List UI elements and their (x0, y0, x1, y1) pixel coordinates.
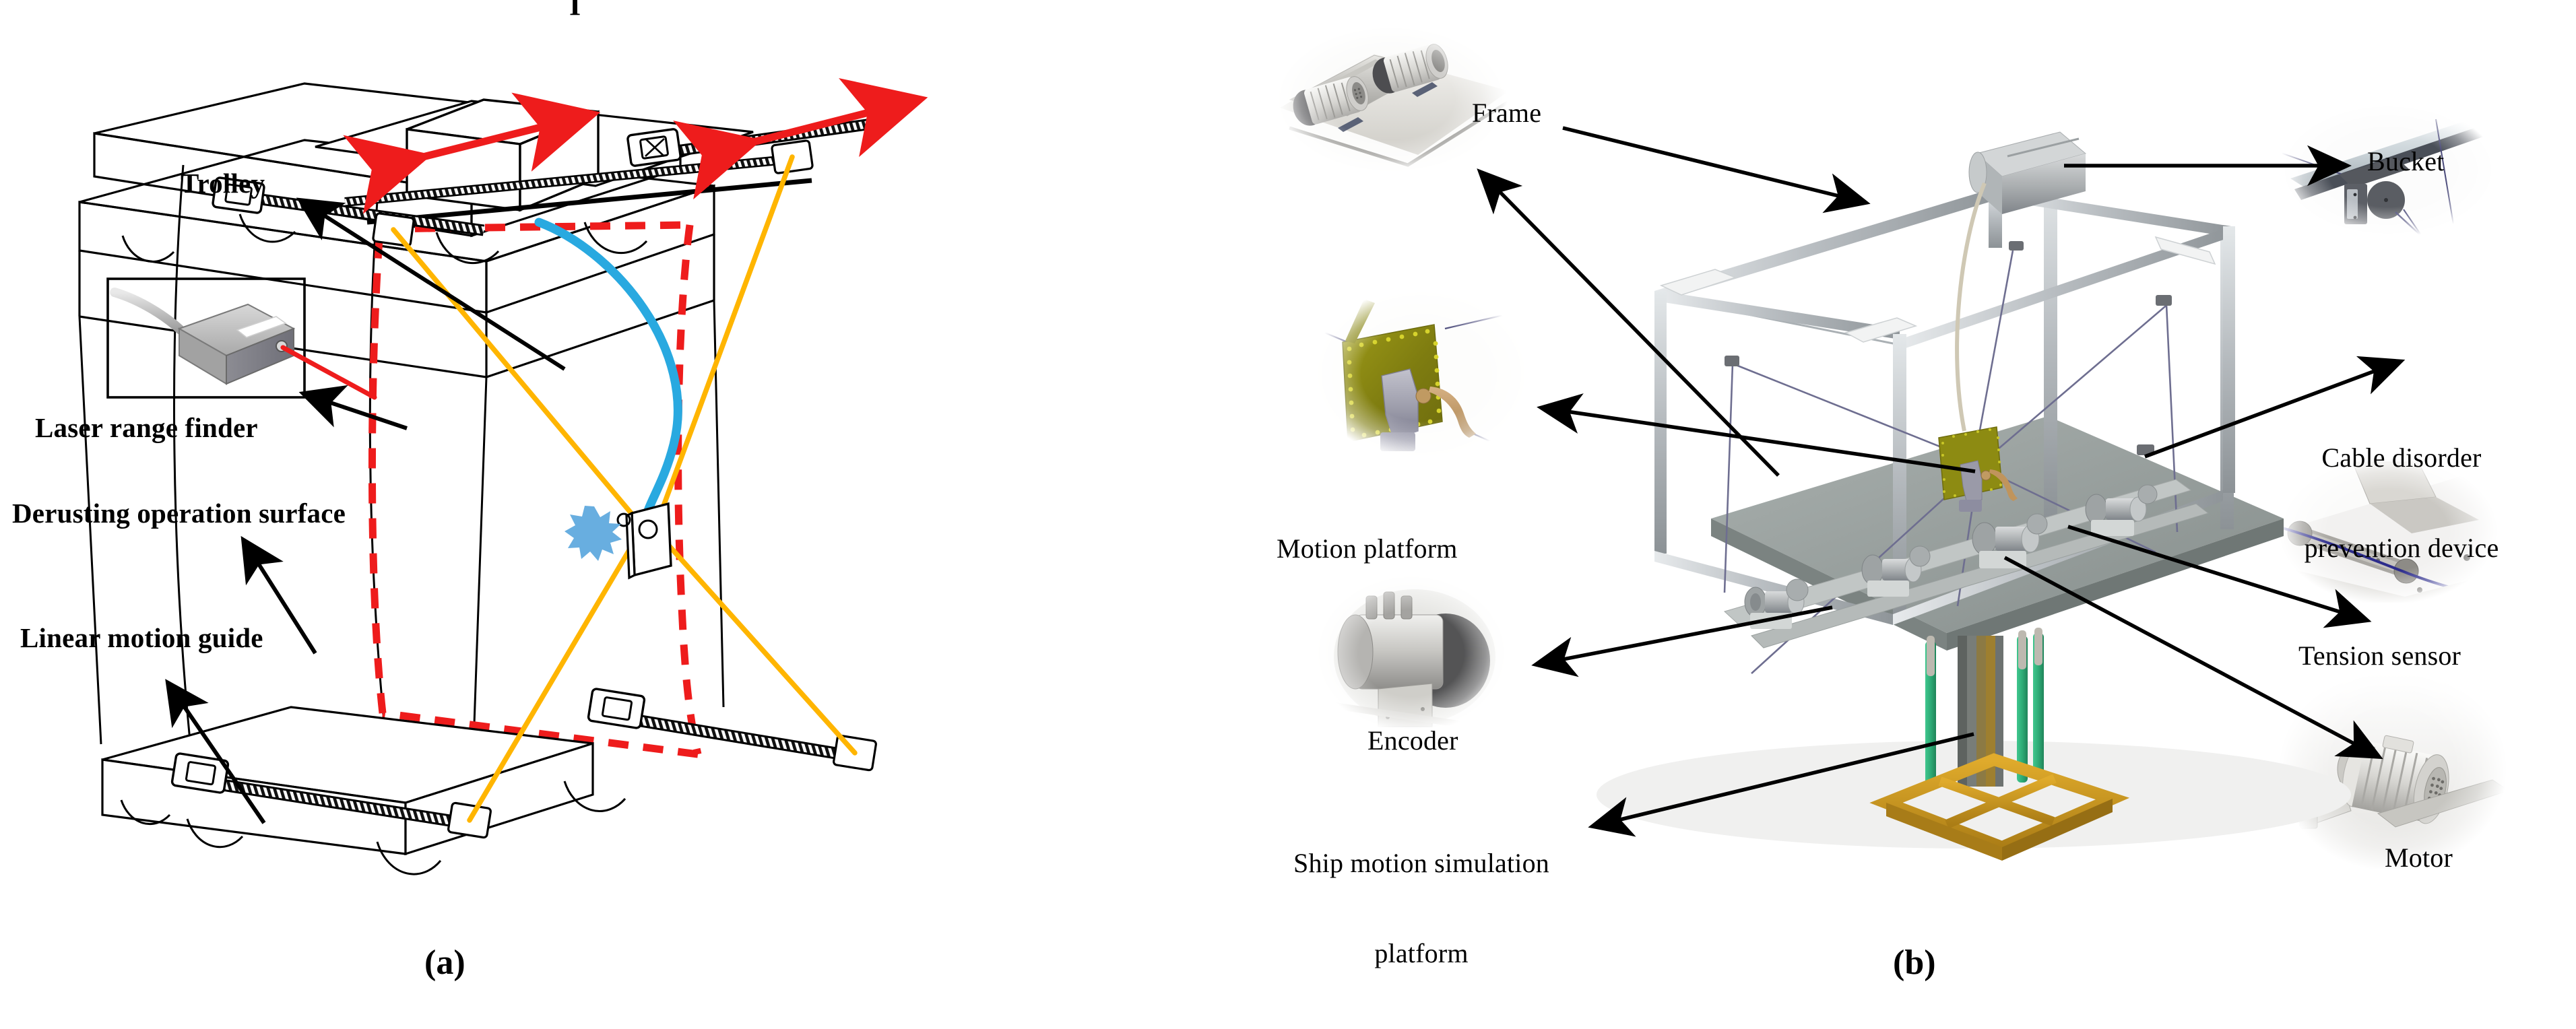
caption-panel-b: (b) (1893, 943, 1936, 982)
label-motor: Motor (2385, 842, 2453, 873)
inset-end-effector-photo (1310, 290, 1533, 458)
leader-arrows-b (1477, 126, 2406, 837)
cdpr-assembly-render (1477, 126, 2406, 861)
label-cable-disorder-line2: prevention device (2304, 532, 2499, 563)
label-ship-platform-line2: platform (1374, 937, 1469, 968)
clipped-text-fragment: I (569, 0, 581, 22)
panel-b-photo: Frame Bucket Cable disorder prevention d… (1273, 0, 2576, 1024)
water-hose (534, 218, 682, 525)
label-frame: Frame (1472, 98, 1542, 128)
caption-panel-a: (a) (424, 943, 465, 982)
label-ship-platform-line1: Ship motion simulation (1293, 847, 1549, 878)
panel-a-schematic: I Trolley Laser range finder Derusting o… (0, 0, 1280, 1024)
inset-motor-tension-photo (2277, 667, 2509, 869)
label-bucket: Bucket (2367, 146, 2445, 176)
label-cable-disorder-line1: Cable disorder (2321, 442, 2482, 473)
label-encoder: Encoder (1367, 725, 1458, 756)
label-laser-range-finder: Laser range finder (35, 412, 258, 443)
end-effector-main (1938, 426, 2018, 512)
laser-beam (280, 345, 377, 400)
label-tension-sensor: Tension sensor (2298, 640, 2461, 671)
inset-motor-rail-photo (1273, 27, 1509, 172)
inset-cable-disorder-photo (2277, 458, 2499, 603)
ship-motion-platform (1869, 628, 2130, 861)
winch-bank (1724, 479, 2210, 649)
spray-burst (565, 506, 622, 561)
laser-callout-box (106, 277, 306, 399)
label-linear-motion-guide: Linear motion guide (20, 622, 263, 653)
label-motion-platform: Motion platform (1277, 533, 1458, 564)
bucket-winch (1968, 131, 2087, 214)
label-trolley: Trolley (181, 168, 265, 199)
label-derusting-operation-surface: Derusting operation surface (12, 498, 346, 529)
inset-encoder-photo (1314, 576, 1509, 731)
panel-a-drawing (78, 77, 928, 875)
